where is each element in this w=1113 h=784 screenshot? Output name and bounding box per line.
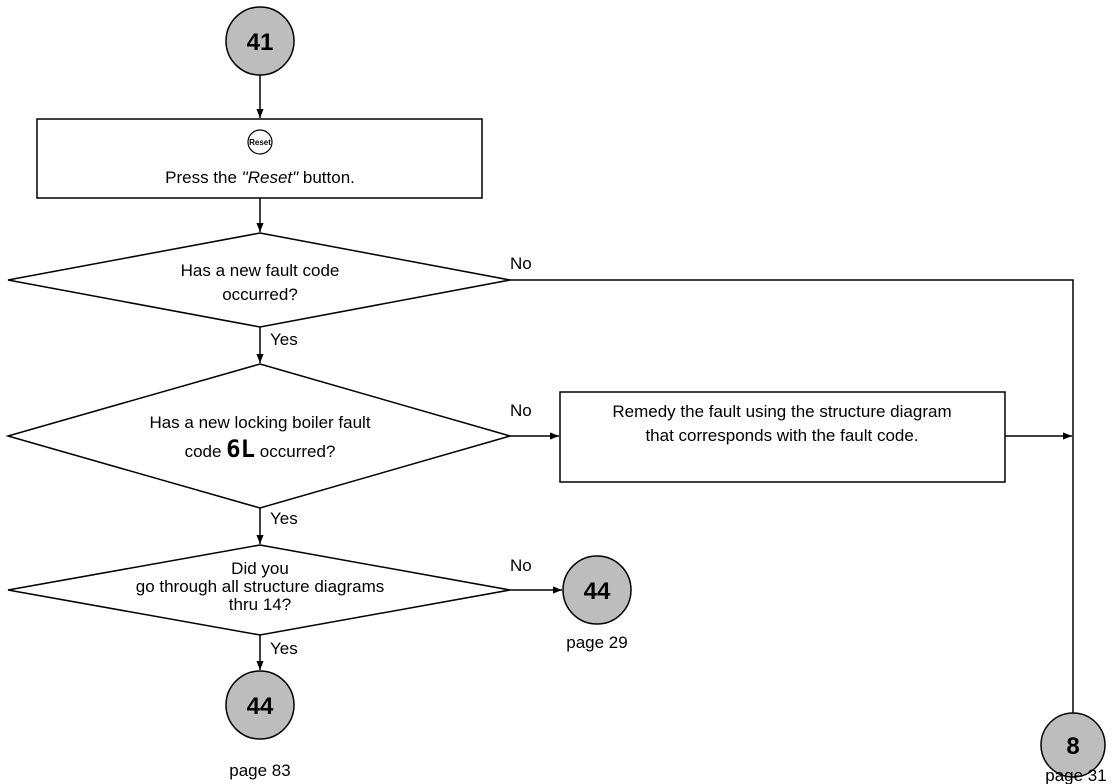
start-connector-number: 41 <box>247 29 274 56</box>
connector-end[interactable]: 8 page 31 <box>1040 712 1107 784</box>
decision2-yes-label: Yes <box>270 509 298 528</box>
remedy-line2: that corresponds with the fault code. <box>645 426 918 445</box>
connector-no-number: 44 <box>584 578 611 605</box>
decision3-line1: Did you <box>231 559 289 578</box>
decision3-line3: thru 14? <box>229 595 291 614</box>
decision1-line2: occurred? <box>222 285 298 304</box>
connector-yes-branch[interactable]: 44 page 83 <box>225 670 295 780</box>
decision1-yes-label: Yes <box>270 330 298 349</box>
decision3-no-label: No <box>510 556 532 575</box>
decision-new-fault-code: Has a new fault code occurred? <box>7 232 511 328</box>
decision2-line2: code 6L occurred? <box>185 435 336 463</box>
start-connector: 41 <box>225 6 295 76</box>
decision-locking-fault-code: Has a new locking boiler fault code 6L o… <box>5 363 513 509</box>
decision-all-diagrams: Did you go through all structure diagram… <box>7 544 511 636</box>
decision3-yes-label: Yes <box>270 639 298 658</box>
connector-yes-number: 44 <box>247 693 274 720</box>
arrow-decision1-no <box>510 279 1077 731</box>
connector-yes-page: page 83 <box>229 761 290 780</box>
connector-no-branch[interactable]: 44 page 29 <box>562 555 632 652</box>
connector-end-number: 8 <box>1066 733 1079 760</box>
decision3-line2: go through all structure diagrams <box>136 577 385 596</box>
reset-step-text: Press the "Reset" button. <box>165 168 355 187</box>
reset-step-box: Reset Press the "Reset" button. <box>36 118 483 199</box>
remedy-line1: Remedy the fault using the structure dia… <box>612 402 951 421</box>
decision2-no-label: No <box>510 401 532 420</box>
connector-end-page: page 31 <box>1045 766 1106 784</box>
remedy-step-box: Remedy the fault using the structure dia… <box>559 391 1006 483</box>
reset-button-icon: Reset <box>247 129 273 155</box>
connector-no-page: page 29 <box>566 633 627 652</box>
reset-icon-label: Reset <box>249 138 271 147</box>
decision1-no-label: No <box>510 254 532 273</box>
fault-code-display: 6L <box>226 435 255 463</box>
decision1-line1: Has a new fault code <box>181 261 340 280</box>
decision2-line1: Has a new locking boiler fault <box>149 413 370 432</box>
